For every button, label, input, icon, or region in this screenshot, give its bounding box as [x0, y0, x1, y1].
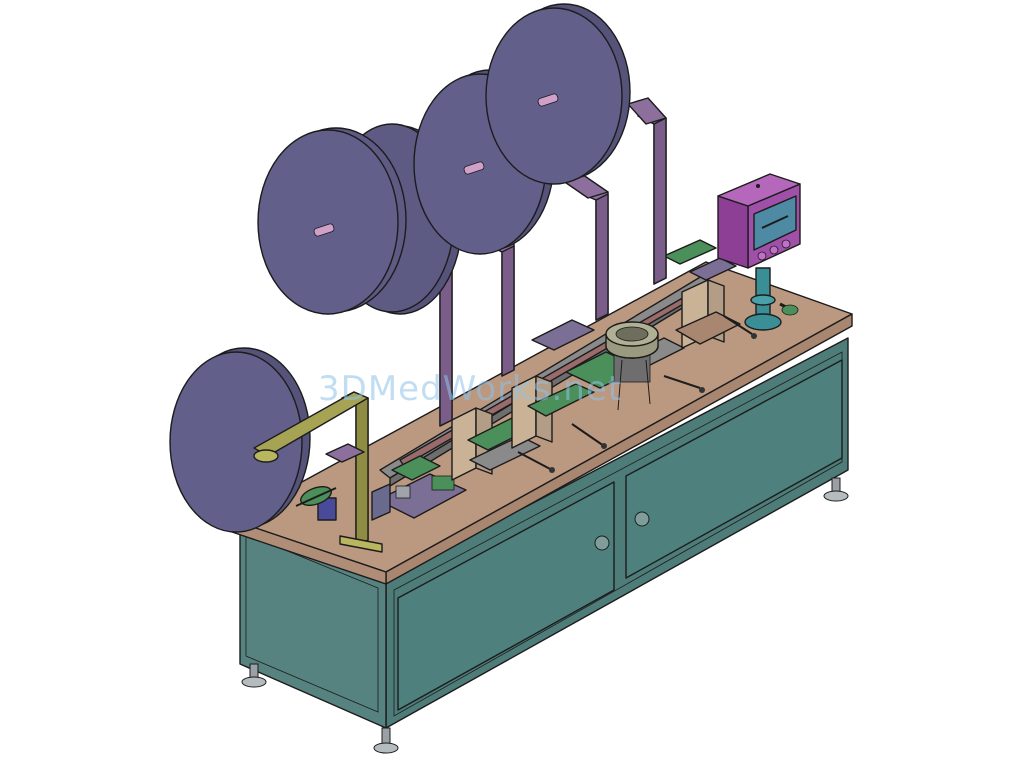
reel-4 [169, 347, 311, 533]
control-button-2[interactable] [769, 245, 779, 255]
yellow-feed-arm [253, 391, 383, 553]
watermark: 3DMedWorks.net [318, 369, 622, 409]
foot-front-middle [373, 727, 399, 754]
control-button-1[interactable] [757, 251, 767, 261]
work-stations [371, 239, 757, 521]
leveling-feet [241, 477, 849, 754]
control-box [717, 173, 801, 331]
door-knob-right[interactable] [634, 511, 650, 527]
door-knob-left[interactable] [594, 535, 610, 551]
control-box-top [717, 173, 801, 207]
station-frame-2 [451, 407, 477, 481]
foot-front-left [241, 663, 267, 688]
reel-1 [257, 127, 407, 315]
reel-3 [485, 3, 631, 185]
cabinet-door-left[interactable] [397, 481, 615, 711]
control-button-3[interactable] [781, 239, 791, 249]
cabinet-door-right[interactable] [625, 359, 843, 579]
unwind-fixtures [295, 443, 365, 521]
cabinet [239, 337, 849, 729]
control-box-side [717, 195, 749, 269]
side-panel-outline [245, 533, 379, 713]
reels [169, 3, 631, 533]
vibratory-feeder-bowl [605, 321, 659, 411]
foot-front-right [823, 477, 849, 502]
front-panel-outline [393, 351, 843, 717]
